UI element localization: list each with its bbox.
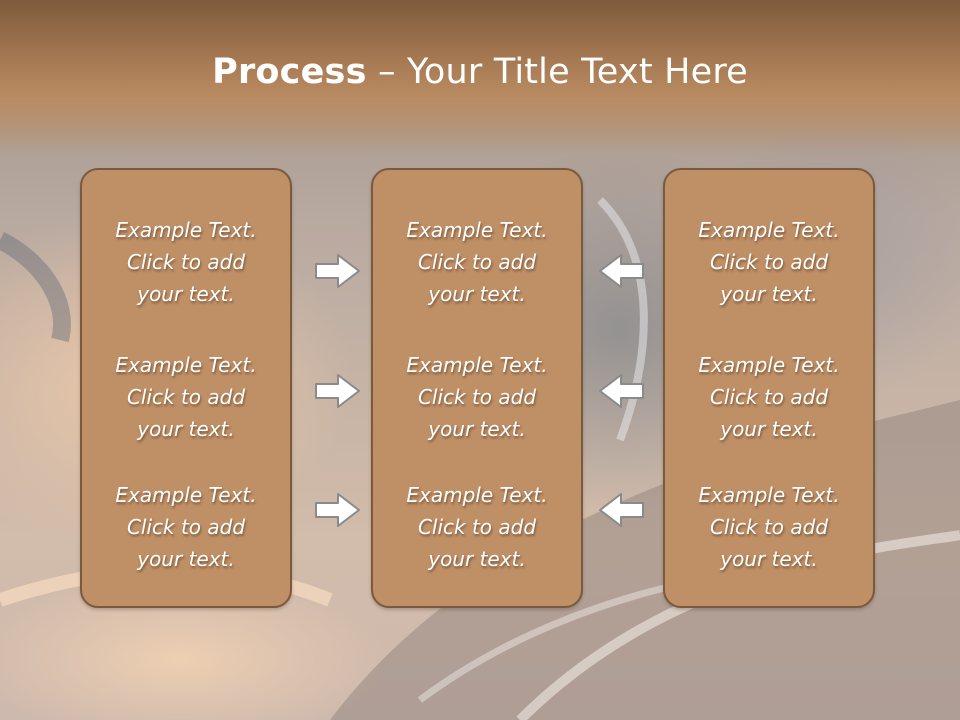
text-block[interactable]: Example Text. Click to add your text.	[373, 349, 581, 445]
text-line: Example Text.	[698, 218, 840, 242]
arrow-left-icon	[597, 490, 645, 530]
text-line: Example Text.	[698, 483, 840, 507]
text-line: your text.	[720, 417, 818, 441]
process-box-left[interactable]: Example Text. Click to add your text. Ex…	[80, 168, 292, 608]
text-line: Click to add	[126, 385, 246, 409]
arrow-left-icon	[597, 371, 645, 411]
text-block[interactable]: Example Text. Click to add your text.	[82, 479, 290, 575]
title-rest-part: – Your Title Text Here	[366, 52, 748, 92]
text-block[interactable]: Example Text. Click to add your text.	[373, 214, 581, 310]
text-line: Example Text.	[406, 218, 548, 242]
title-bold-part: Process	[212, 52, 367, 92]
text-line: Click to add	[417, 515, 537, 539]
text-line: Click to add	[126, 250, 246, 274]
text-block[interactable]: Example Text. Click to add your text.	[665, 214, 873, 310]
text-block[interactable]: Example Text. Click to add your text.	[665, 349, 873, 445]
process-box-right[interactable]: Example Text. Click to add your text. Ex…	[663, 168, 875, 608]
arrow-right-icon	[314, 490, 362, 530]
text-line: Click to add	[417, 250, 537, 274]
arrow-right-icon	[314, 251, 362, 291]
text-block[interactable]: Example Text. Click to add your text.	[373, 479, 581, 575]
arrow-right-icon	[314, 371, 362, 411]
text-block[interactable]: Example Text. Click to add your text.	[82, 349, 290, 445]
text-line: Click to add	[709, 385, 829, 409]
text-line: your text.	[137, 417, 235, 441]
text-line: Example Text.	[115, 218, 257, 242]
text-line: Click to add	[417, 385, 537, 409]
text-line: Example Text.	[406, 353, 548, 377]
text-line: Example Text.	[115, 483, 257, 507]
slide-title[interactable]: Process – Your Title Text Here	[0, 52, 960, 92]
text-line: Example Text.	[115, 353, 257, 377]
process-box-center[interactable]: Example Text. Click to add your text. Ex…	[371, 168, 583, 608]
text-line: Click to add	[709, 250, 829, 274]
title-band	[0, 0, 960, 155]
text-line: Click to add	[126, 515, 246, 539]
text-block[interactable]: Example Text. Click to add your text.	[82, 214, 290, 310]
text-line: your text.	[720, 282, 818, 306]
text-line: your text.	[137, 547, 235, 571]
text-line: your text.	[137, 282, 235, 306]
text-line: your text.	[428, 547, 526, 571]
text-line: your text.	[720, 547, 818, 571]
text-block[interactable]: Example Text. Click to add your text.	[665, 479, 873, 575]
text-line: your text.	[428, 282, 526, 306]
text-line: Example Text.	[698, 353, 840, 377]
arrow-left-icon	[597, 251, 645, 291]
text-line: Example Text.	[406, 483, 548, 507]
text-line: Click to add	[709, 515, 829, 539]
text-line: your text.	[428, 417, 526, 441]
